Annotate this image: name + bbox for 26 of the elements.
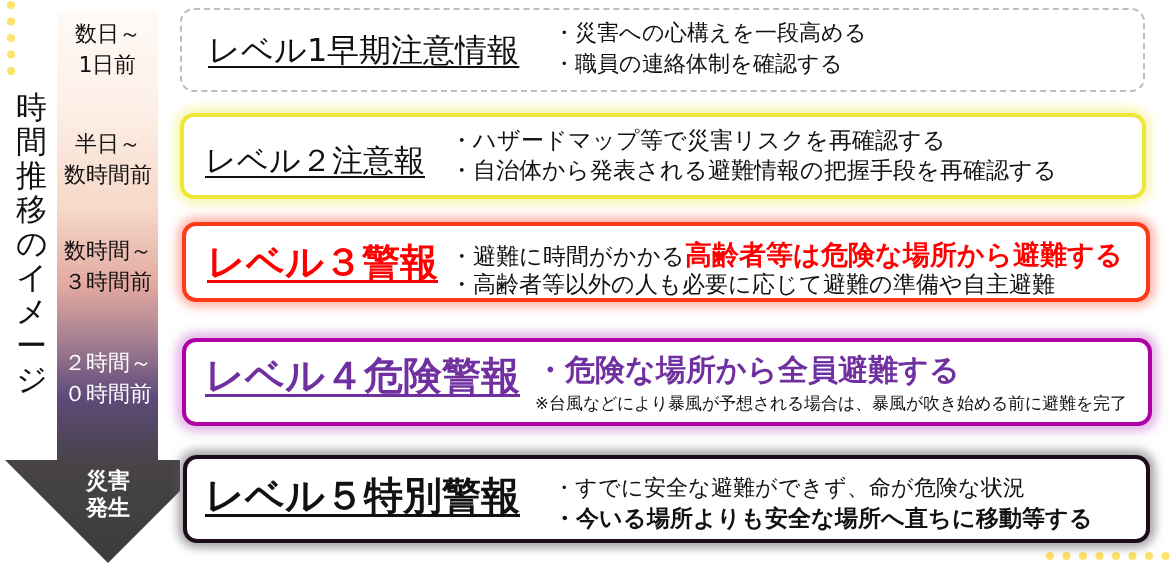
bullet-text: ・危険な場所から全員避難する — [535, 350, 960, 389]
bullet-text: ・今いる場所よりも安全な場所へ直ちに移動等する — [553, 504, 1093, 534]
time-label: ２時間～０時間前 — [62, 349, 153, 408]
note-text: ※台風などにより暴風が予想される場合は、暴風が吹き始める前に避難を完了 — [535, 393, 1127, 415]
bullet-text: ・職員の連絡体制を確認する — [553, 49, 843, 78]
level-box — [180, 113, 1146, 199]
bullet-text: ・災害への心構えを一段高める — [553, 18, 867, 47]
level-title: レベル４危険警報 — [205, 351, 520, 400]
level-box — [180, 8, 1145, 92]
bullet-text: ・すでに安全な避難ができず、命が危険な状況 — [553, 473, 1025, 502]
level-title: レベル３警報 — [207, 239, 438, 287]
level-title: レベル1早期注意情報 — [208, 30, 520, 72]
time-label: 数時間～３時間前 — [62, 237, 153, 296]
time-label: 半日～数時間前 — [62, 130, 153, 189]
level-title: レベル５特別警報 — [205, 471, 520, 520]
vertical-heading: 時間推移のイメージ — [15, 90, 48, 396]
level-box — [182, 222, 1150, 302]
level-box — [183, 455, 1150, 543]
level-box — [182, 338, 1152, 426]
bullet-text: ・避難に時間がかかる高齢者等は危険な場所から避難する — [450, 238, 1123, 272]
bullet-text: ・ハザードマップ等で災害リスクを再確認する — [450, 126, 946, 156]
bullet-text: ・高齢者等以外の人も必要に応じて避難の準備や自主避難 — [450, 270, 1055, 300]
level-title: レベル２注意報 — [205, 140, 425, 180]
time-label: 数日～1日前 — [73, 20, 142, 79]
bullet-text: ・自治体から発表される避難情報の把握手段を再確認する — [450, 156, 1057, 186]
arrow-text: 災害発生 — [84, 467, 131, 521]
